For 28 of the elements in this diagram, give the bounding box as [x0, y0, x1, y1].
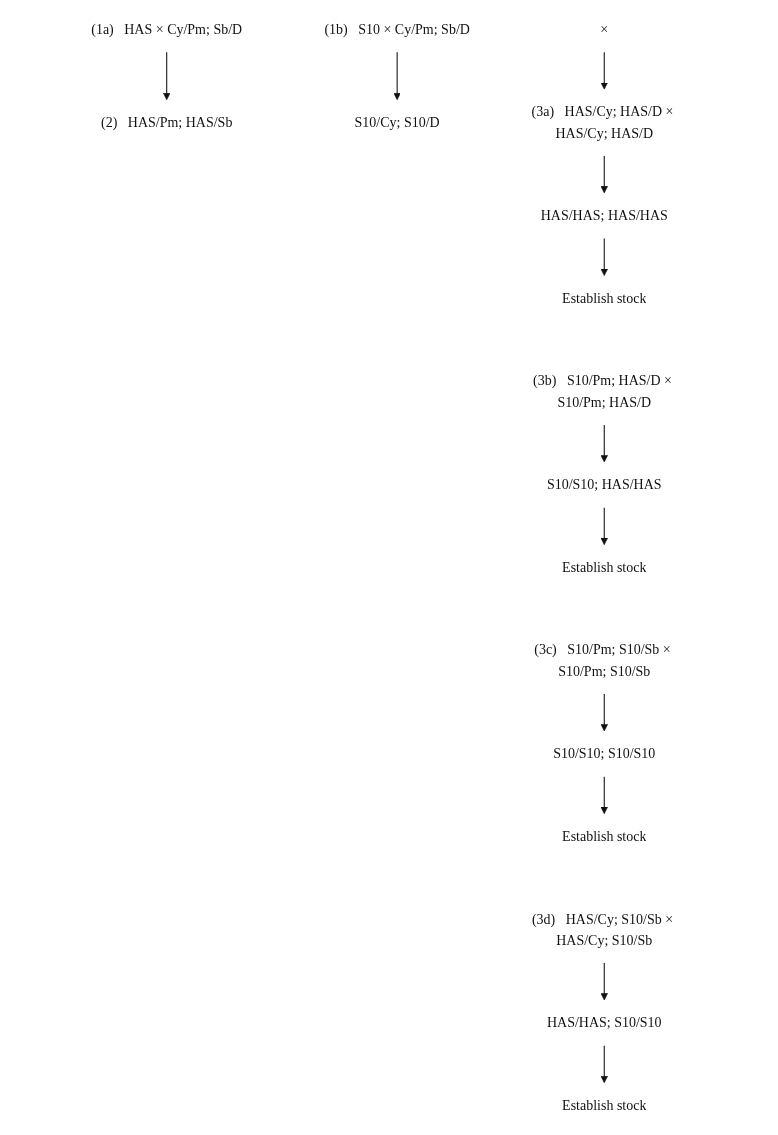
node-text: HAS/HAS; S10/S10: [547, 1014, 662, 1031]
arrow: [600, 693, 608, 732]
node-text: S10/S10; HAS/HAS: [547, 476, 662, 493]
node-text: HAS/HAS; HAS/HAS: [540, 207, 668, 224]
node-text: (3d) HAS/Cy; S10/Sb × HAS/Cy; S10/Sb: [532, 911, 674, 948]
node-text: (2) HAS/Pm; HAS/Sb: [101, 114, 233, 131]
arrow: [600, 776, 608, 815]
node-text: Establish stock: [562, 828, 647, 845]
arrow: [600, 1045, 608, 1084]
node-text: Establish stock: [562, 559, 647, 576]
node-text: (3a) HAS/Cy; HAS/D × HAS/Cy; HAS/D: [531, 104, 674, 141]
arrow: [393, 51, 401, 101]
node-text: (3c) S10/Pm; S10/Sb × S10/Pm; S10/Sb: [534, 642, 671, 679]
node-text: ×: [600, 21, 609, 38]
node-text: S10/S10; S10/S10: [553, 745, 656, 762]
arrow: [600, 155, 608, 194]
node-text: (1b) S10 × Cy/Pm; Sb/D: [324, 21, 470, 38]
node-text: (1a) HAS × Cy/Pm; Sb/D: [91, 21, 243, 38]
arrow: [600, 962, 608, 1001]
node-text: S10/Cy; S10/D: [354, 114, 440, 131]
node-text: (3b) S10/Pm; HAS/D × S10/Pm; HAS/D: [533, 373, 673, 410]
arrow: [600, 424, 608, 463]
arrow: [163, 51, 171, 101]
node-text: Establish stock: [562, 1097, 647, 1114]
node-text: Establish stock: [562, 290, 647, 307]
arrow: [600, 507, 608, 545]
arrow: [600, 51, 608, 90]
arrow: [600, 238, 608, 276]
